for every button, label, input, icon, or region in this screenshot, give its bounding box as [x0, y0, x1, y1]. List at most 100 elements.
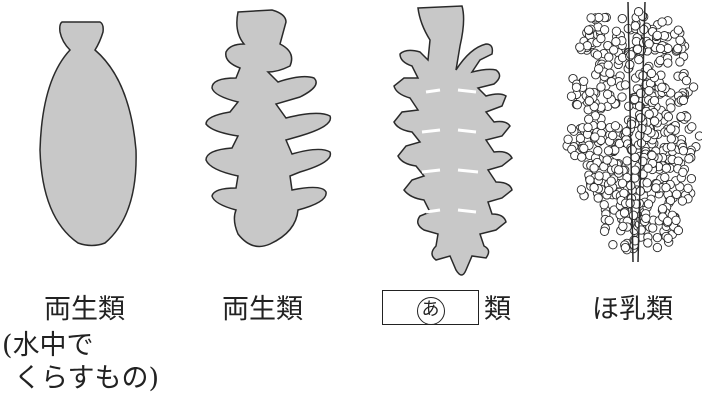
alveolus — [597, 83, 605, 91]
alveolus — [667, 143, 675, 151]
alveolus — [605, 216, 613, 224]
alveolus — [684, 184, 692, 192]
alveolus — [688, 123, 696, 131]
alveolus — [603, 156, 611, 164]
alveolus — [652, 184, 660, 192]
alveolus — [677, 112, 685, 120]
alveolus — [679, 168, 687, 176]
alveolus — [644, 239, 652, 247]
alveolus — [674, 226, 682, 234]
alveolus — [593, 51, 601, 59]
alveolus — [627, 51, 635, 59]
alveolus — [642, 214, 650, 222]
alveolus — [644, 164, 652, 172]
alveolus — [604, 147, 612, 155]
alveolus — [667, 125, 675, 133]
alveolus — [685, 155, 693, 163]
alveolus — [576, 43, 584, 51]
answer-blank-box[interactable]: あ — [382, 290, 479, 325]
alveolus — [594, 147, 602, 155]
alveolus — [597, 121, 605, 129]
note-aquatic-line2: くらすもの) — [14, 362, 159, 396]
alveolus — [606, 69, 614, 77]
alveolus — [618, 179, 626, 187]
alveolus — [649, 224, 657, 232]
alveolus — [605, 186, 613, 194]
alveolus — [695, 132, 702, 140]
lung-folded — [206, 10, 330, 246]
alveolus — [564, 135, 572, 143]
alveolus — [664, 217, 672, 225]
alveolus — [653, 243, 661, 251]
alveolus — [587, 14, 595, 22]
alveolus — [653, 31, 661, 39]
alveolus — [676, 58, 684, 66]
alveolus — [607, 177, 615, 185]
alveolus — [567, 125, 575, 133]
alveolus — [618, 14, 626, 22]
alveolus — [630, 95, 638, 103]
alveolus — [615, 166, 623, 174]
alveolus — [590, 164, 598, 172]
alveolus — [678, 197, 686, 205]
alveolus — [600, 227, 608, 235]
alveolus — [628, 146, 636, 154]
alveolus — [674, 26, 682, 34]
alveolus — [661, 173, 669, 181]
alveolus — [584, 26, 592, 34]
alveolus — [573, 101, 581, 109]
alveolus — [600, 26, 608, 34]
alveolus — [621, 81, 629, 89]
lung-branched — [394, 6, 512, 275]
alveolus — [662, 164, 670, 172]
alveolus — [682, 76, 690, 84]
alveolus — [612, 38, 620, 46]
alveolus — [580, 77, 588, 85]
label-amphibian-aquatic: 両生類 — [44, 296, 125, 323]
alveolus — [619, 222, 627, 230]
label-amphibian: 両生類 — [222, 296, 303, 323]
alveolus — [679, 147, 687, 155]
alveolus — [595, 65, 603, 73]
alveolus — [647, 69, 655, 77]
lung-simple-sac — [40, 22, 136, 246]
alveolus — [674, 44, 682, 52]
alveolus — [631, 166, 639, 174]
alveolus — [577, 186, 585, 194]
note-aquatic-line1: (水中で — [2, 329, 94, 363]
alveolus — [609, 131, 617, 139]
alveolus — [653, 233, 661, 241]
alveolus — [600, 201, 608, 209]
alveolus — [672, 216, 680, 224]
alveolus — [627, 120, 635, 128]
alveolus — [664, 234, 672, 242]
alveolus — [627, 181, 635, 189]
alveolus — [645, 40, 653, 48]
alveolus — [586, 88, 594, 96]
alveolus — [635, 55, 643, 63]
alveolus — [585, 115, 593, 123]
alveolus — [584, 123, 592, 131]
alveolus — [644, 200, 652, 208]
alveolus — [658, 83, 666, 91]
alveolus — [621, 243, 629, 251]
alveolus — [594, 194, 602, 202]
alveolus — [676, 36, 684, 44]
alveolus — [611, 122, 619, 130]
alveolus — [586, 176, 594, 184]
alveolus — [629, 211, 637, 219]
alveolus — [645, 87, 653, 95]
alveolus — [658, 18, 666, 26]
alveolus — [590, 183, 598, 191]
alveolus — [656, 44, 664, 52]
alveolus — [687, 174, 695, 182]
alveolus — [620, 209, 628, 217]
alveolus — [623, 157, 631, 165]
alveolus — [664, 113, 672, 121]
alveolus — [567, 92, 575, 100]
label-mammal: ほ乳類 — [592, 296, 673, 323]
alveolus — [658, 205, 666, 213]
alveolus — [667, 135, 675, 143]
alveolus — [650, 117, 658, 125]
